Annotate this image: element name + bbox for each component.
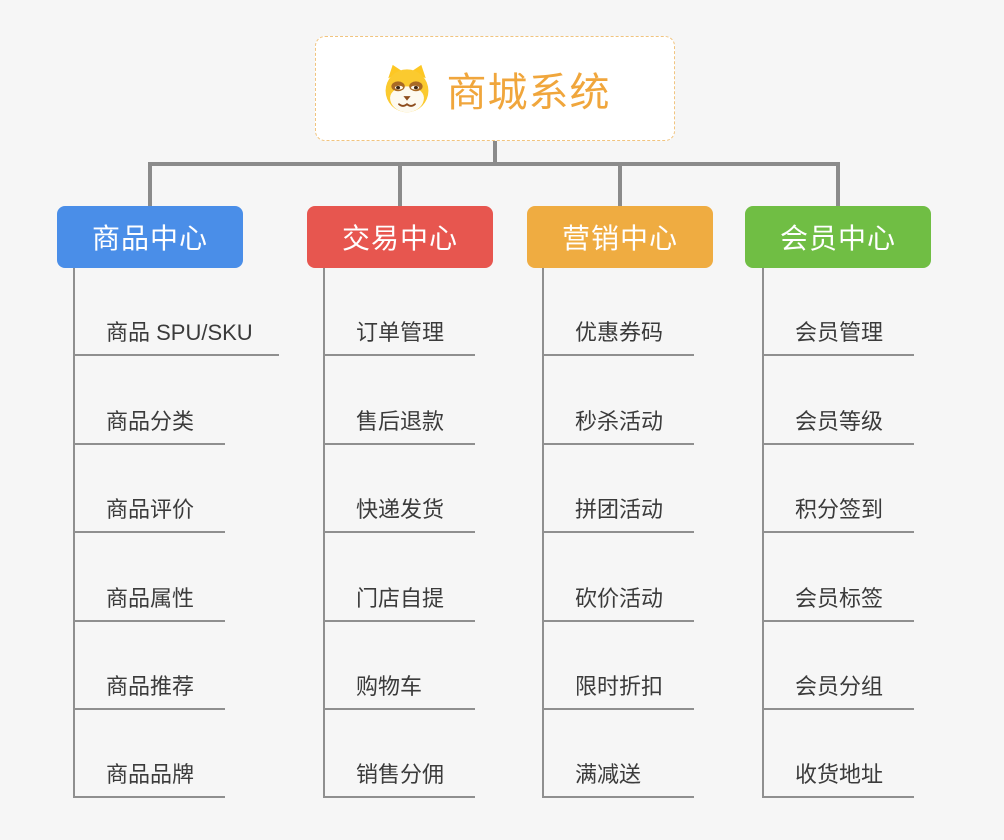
branch-column-marketing: 优惠券码 秒杀活动 拼团活动 砍价活动 限时折扣 满减送: [542, 268, 694, 799]
branch-node-marketing[interactable]: 营销中心: [527, 206, 713, 268]
branch-node-product[interactable]: 商品中心: [57, 206, 243, 268]
leaf-node[interactable]: 商品推荐: [73, 622, 225, 710]
leaf-node[interactable]: 售后退款: [323, 356, 475, 445]
branch-column-product: 商品 SPU/SKU 商品分类 商品评价 商品属性 商品推荐 商品品牌: [73, 268, 279, 799]
leaf-node[interactable]: 拼团活动: [542, 445, 694, 534]
leaf-node[interactable]: 销售分佣: [323, 710, 475, 799]
branch-node-trade[interactable]: 交易中心: [307, 206, 493, 268]
leaf-node[interactable]: 商品 SPU/SKU: [73, 268, 279, 357]
leaf-node[interactable]: 积分签到: [762, 445, 914, 534]
root-title: 商城系统: [446, 70, 611, 115]
leaf-node[interactable]: 砍价活动: [542, 533, 694, 622]
connector-drop-4: [836, 166, 840, 206]
leaf-node[interactable]: 会员标签: [762, 533, 914, 622]
leaf-node[interactable]: 会员等级: [762, 356, 914, 445]
leaf-node[interactable]: 门店自提: [323, 533, 475, 622]
branch-column-member: 会员管理 会员等级 积分签到 会员标签 会员分组 收货地址: [762, 268, 914, 799]
leaf-node[interactable]: 秒杀活动: [542, 356, 694, 445]
leaf-node[interactable]: 商品评价: [73, 445, 225, 534]
root-node[interactable]: 商城系统: [315, 36, 675, 141]
leaf-node[interactable]: 商品属性: [73, 533, 225, 622]
leaf-node[interactable]: 优惠券码: [542, 268, 694, 357]
connector-drop-3: [618, 166, 622, 206]
leaf-node[interactable]: 商品品牌: [73, 710, 225, 799]
leaf-node[interactable]: 会员管理: [762, 268, 914, 357]
leaf-node[interactable]: 商品分类: [73, 356, 225, 445]
connector-root-stem: [493, 141, 497, 163]
leaf-node[interactable]: 限时折扣: [542, 622, 694, 710]
leaf-node[interactable]: 满减送: [542, 710, 694, 799]
leaf-node[interactable]: 快递发货: [323, 445, 475, 534]
leaf-node[interactable]: 会员分组: [762, 622, 914, 710]
connector-bus: [148, 162, 840, 166]
leaf-node[interactable]: 购物车: [323, 622, 475, 710]
dog-face-icon: [385, 64, 428, 112]
leaf-node[interactable]: 收货地址: [762, 710, 914, 799]
branch-node-member[interactable]: 会员中心: [745, 206, 931, 268]
branch-column-trade: 订单管理 售后退款 快递发货 门店自提 购物车 销售分佣: [323, 268, 475, 799]
connector-drop-1: [148, 166, 152, 206]
leaf-node[interactable]: 订单管理: [323, 268, 475, 357]
connector-drop-2: [398, 166, 402, 206]
